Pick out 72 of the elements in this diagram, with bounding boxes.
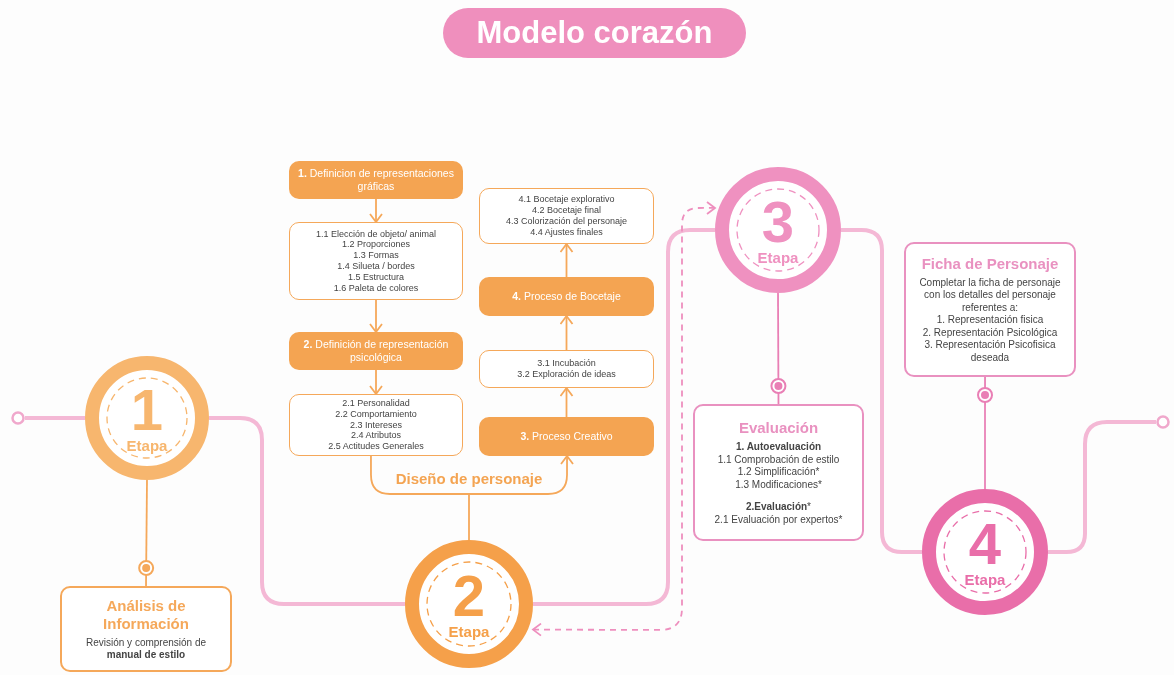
stage-label: Etapa [126, 437, 168, 455]
card-text: 2.Evaluación* [745, 501, 811, 514]
step-title: 1. Definicion de representaciones gráficas [297, 166, 455, 194]
step-item: 2.1 Personalidad [342, 398, 410, 409]
card-text: Completar la ficha de personaje con los detalles del personaje referentes a: [918, 276, 1062, 315]
card-text: 1.2 Simplificación* [737, 466, 820, 479]
stage-number: 1 [130, 381, 164, 438]
step-item: 4.2 Bocetaje final [531, 205, 601, 216]
info-card [693, 404, 864, 541]
stage-number: 4 [968, 515, 1002, 572]
step-item: 4.4 Ajustes finales [530, 226, 603, 238]
step-title: 2. Definición de representación psicológica [302, 337, 450, 365]
step-box [289, 332, 463, 370]
arrow [559, 243, 574, 278]
card-text: 1.3 Modificaciones* [735, 478, 822, 491]
step-item: 1.2 Proporciones [341, 239, 410, 251]
stage-number: 3 [761, 193, 795, 250]
title-banner: Modelo corazón [443, 8, 746, 58]
card-heading: Evaluación [738, 419, 819, 437]
step-item: 3.1 Incubación [537, 358, 596, 369]
arrow [559, 387, 574, 418]
info-card [904, 242, 1076, 377]
step-item: 4.3 Colorización del personaje [505, 216, 628, 227]
card-text: 1.1 Comprobación de estilo [717, 453, 840, 466]
card-text: Revisión y comprensión de manual de estilo [84, 636, 208, 662]
step-item: 2.5 Actitudes Generales [328, 441, 424, 452]
step-item: 2.4 Atributos [350, 430, 401, 442]
step-item: 1.3 Formas [353, 250, 399, 261]
connector-line [841, 228, 922, 554]
step-box [479, 277, 654, 316]
step-box [289, 161, 463, 199]
step-item: 4.1 Bocetaje explorativo [518, 194, 615, 206]
step-item: 1.5 Estructura [348, 271, 404, 283]
connector-line [1048, 420, 1156, 554]
step-item: 1.4 Silueta / bordes [337, 261, 415, 272]
arrow [369, 198, 383, 223]
info-card [60, 586, 232, 672]
stage-number: 2 [452, 567, 486, 624]
step-detail-box [289, 222, 463, 300]
step-detail-box [479, 350, 654, 388]
step-item: 1.1 Elección de objeto/ animal [315, 228, 437, 240]
step-box [479, 417, 654, 456]
step-item: 1.6 Paleta de colores [333, 282, 419, 294]
arrow [559, 315, 574, 351]
stage-label: Etapa [757, 249, 799, 267]
arrow [369, 369, 383, 395]
connector-with-dot [977, 376, 993, 490]
stage-label: Etapa [448, 623, 490, 641]
section-label: Diseño de personaje [395, 469, 543, 487]
card-text: 2.1 Evaluación por expertos* [714, 513, 843, 526]
step-item: 2.2 Comportamiento [335, 408, 417, 420]
card-text: 1. Representación fisica [936, 314, 1044, 327]
connector-line [468, 493, 470, 541]
card-text: 3. Representación Psicofisica deseada [923, 339, 1057, 365]
connector-line [370, 455, 470, 495]
step-detail-box [289, 394, 463, 456]
card-text: 2. Representación Psicológica [922, 326, 1058, 340]
step-item: 3.2 Exploración de ideas [517, 369, 616, 380]
step-detail-box [479, 188, 654, 244]
card-heading: Ficha de Personaje [921, 254, 1059, 273]
connector-with-dot [138, 479, 155, 587]
step-title: 4. Proceso de Bocetaje [512, 289, 621, 304]
step-title: 3. Proceso Creativo [520, 429, 613, 444]
arrow [468, 455, 574, 495]
card-heading: Análisis de Información [102, 596, 190, 633]
connector-with-dot [770, 292, 787, 405]
step-item: 2.3 Intereses [350, 419, 402, 431]
connector-line [209, 416, 405, 606]
card-text: 1. Autoevaluación [735, 441, 822, 454]
stage-label: Etapa [964, 571, 1006, 589]
connector-line [25, 416, 85, 420]
arrow [369, 299, 383, 333]
